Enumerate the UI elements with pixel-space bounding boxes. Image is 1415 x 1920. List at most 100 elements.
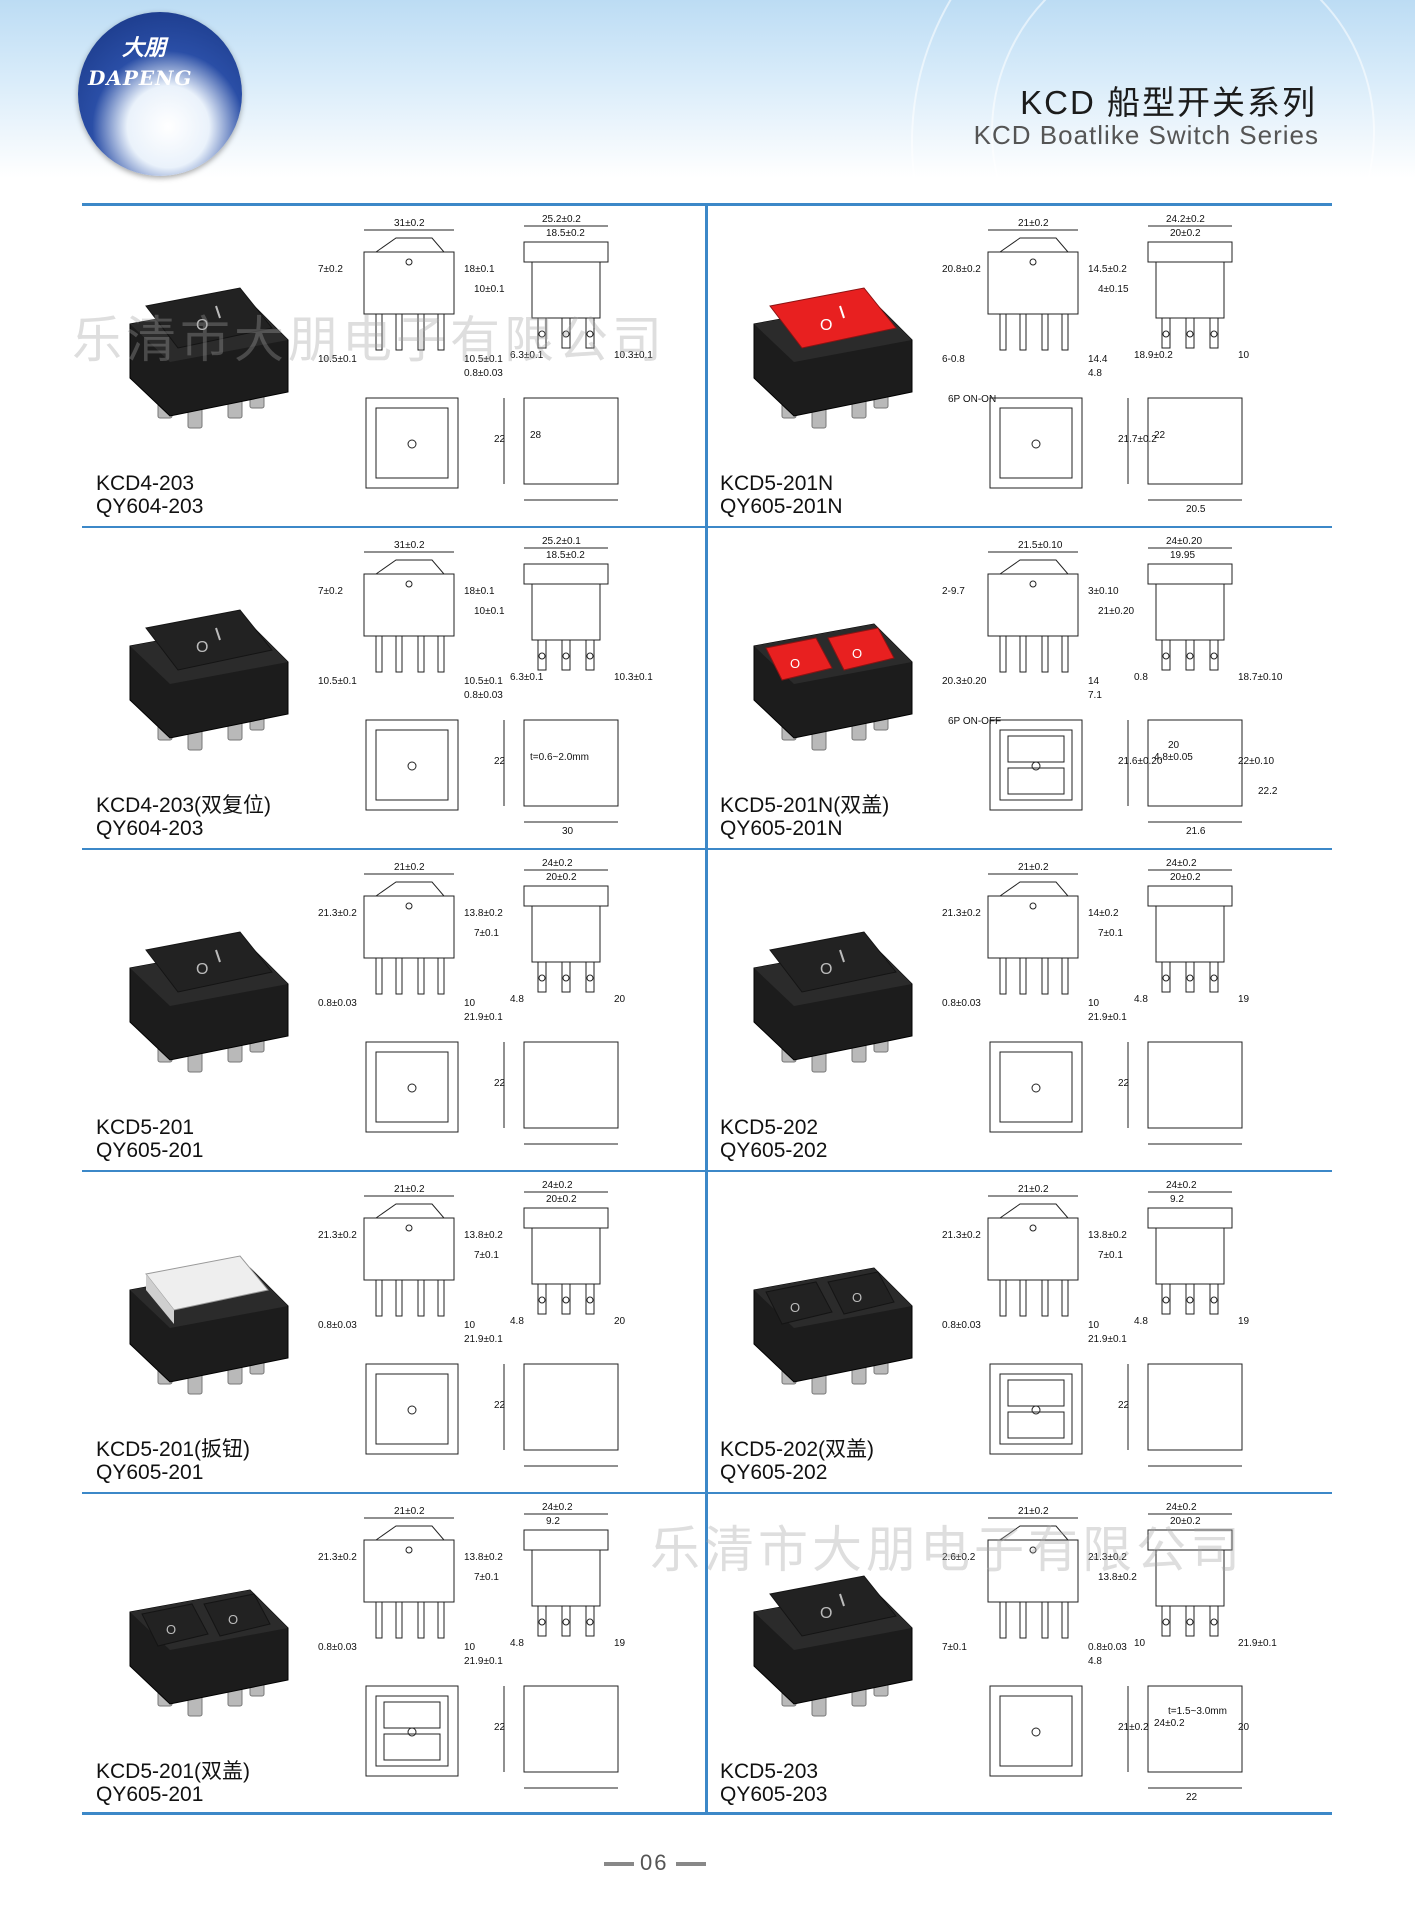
dimension-label: 31±0.2 <box>394 218 425 229</box>
dimension-label: 7±0.2 <box>318 264 343 275</box>
dimension-label: 20±0.2 <box>546 872 577 883</box>
model-alias: QY605-201 <box>96 1461 204 1484</box>
switch-photo: O <box>129 287 289 429</box>
front-view <box>363 1195 455 1317</box>
switch-photo: OO <box>753 1267 913 1395</box>
dimension-label: 18±0.1 <box>464 264 495 275</box>
rocker-button <box>145 931 273 993</box>
dimension-label: 22±0.10 <box>1238 756 1275 767</box>
dimension-label: 21±0.2 <box>1018 218 1049 229</box>
rocker-button <box>769 931 897 993</box>
divider-bottom <box>82 1812 1332 1815</box>
circuit-label: 6P ON-ON <box>948 394 996 405</box>
dimension-label: 21.3±0.2 <box>318 908 357 919</box>
dimension-label: 24±0.2 <box>1166 1502 1197 1513</box>
dimension-label: 4.8 <box>510 994 524 1005</box>
dimension-label: 7±0.2 <box>318 586 343 597</box>
rocker-button <box>827 1271 895 1315</box>
dimension-label: 9.2 <box>1170 1194 1184 1205</box>
switch-photo: O <box>129 931 289 1073</box>
switch-photo: O <box>753 931 913 1073</box>
dimension-label: 20±0.2 <box>1170 872 1201 883</box>
toggle-button <box>145 1255 269 1311</box>
dimension-label: 2.6±0.2 <box>942 1552 976 1563</box>
page-header: 大朋 DAPENG KCD 船型开关系列 KCD Boatlike Switch… <box>0 0 1415 424</box>
model-alias: QY605-201 <box>96 1783 204 1806</box>
model-label-group: KCD5-201(双盖)QY605-201 <box>96 1760 250 1806</box>
dimension-label: 4.8 <box>1134 994 1148 1005</box>
model-alias: QY605-203 <box>720 1783 828 1806</box>
dimension-label: 18.5±0.2 <box>546 228 585 239</box>
dimension-label: 6.3±0.1 <box>510 672 544 683</box>
dimension-label: 20.5 <box>1186 504 1206 515</box>
panel-view <box>365 397 459 489</box>
dimension-label: 21.9±0.1 <box>464 1334 503 1345</box>
dimension-label: 0.8 <box>1134 672 1148 683</box>
dimension-label: 19.95 <box>1170 550 1195 561</box>
rocker-button <box>145 287 273 349</box>
dimension-label: 21.9±0.1 <box>464 1656 503 1667</box>
dimension-label: 24.2±0.2 <box>1166 214 1205 225</box>
dimension-label: 21.9±0.1 <box>464 1012 503 1023</box>
panel-view <box>989 1041 1083 1133</box>
dimension-label: 19 <box>614 1638 626 1649</box>
divider-top <box>82 203 1332 206</box>
company-logo: 大朋 DAPENG <box>78 12 242 176</box>
model-alias: QY604-203 <box>96 495 204 518</box>
dimension-label: 21.7±0.2 <box>1118 434 1157 445</box>
dimension-label: 14±0.2 <box>1088 908 1119 919</box>
dimension-label: 13.8±0.2 <box>1088 1230 1127 1241</box>
side-view <box>1147 547 1233 671</box>
dimension-label: 18.9±0.2 <box>1134 350 1173 361</box>
dimension-label: 4.8 <box>1134 1316 1148 1327</box>
dimension-label: 21.9±0.1 <box>1238 1638 1277 1649</box>
side-view <box>1147 1191 1233 1315</box>
dimension-label: 21±0.2 <box>394 1184 425 1195</box>
model-alias: QY604-203 <box>96 817 204 840</box>
svg-text:O: O <box>852 1290 862 1305</box>
dimension-label: 31±0.2 <box>394 540 425 551</box>
dimension-label: 7±0.1 <box>474 1250 499 1261</box>
model-name: KCD5-201(扳钮) <box>96 1438 251 1461</box>
dimension-label: 25.2±0.1 <box>542 536 581 547</box>
model-name: KCD5-201N(双盖) <box>720 794 890 817</box>
dimension-label: 20±0.2 <box>546 1194 577 1205</box>
svg-text:O: O <box>852 646 862 661</box>
rocker-button <box>203 1593 271 1637</box>
side-view <box>1147 1513 1233 1637</box>
side-view <box>523 1191 609 1315</box>
cutout-view <box>1127 719 1243 823</box>
model-alias: QY605-202 <box>720 1461 828 1484</box>
model-alias: QY605-202 <box>720 1139 828 1162</box>
dimension-label: 14.5±0.2 <box>1088 264 1127 275</box>
model-label-group: KCD4-203(双复位)QY604-203 <box>96 794 271 840</box>
svg-text:O: O <box>820 1605 832 1622</box>
switch-photo: O <box>129 609 289 751</box>
model-name: KCD5-201N <box>720 472 834 495</box>
rocker-button <box>145 609 273 671</box>
model-name: KCD5-201 <box>96 1116 195 1139</box>
dimension-label: 21±0.2 <box>394 862 425 873</box>
switch-photo: O <box>753 287 913 429</box>
front-view <box>363 551 455 673</box>
panel-view <box>989 1363 1083 1455</box>
dimension-label: 25.2±0.2 <box>542 214 581 225</box>
divider-row <box>82 1170 1332 1172</box>
page-number: 06 <box>603 1850 708 1875</box>
dimension-label: 0.8±0.03 <box>464 368 503 379</box>
dimension-label: t=1.5~3.0mm <box>1168 1706 1227 1717</box>
dimension-label: 0.8±0.03 <box>942 1320 981 1331</box>
switch-photo <box>129 1255 289 1395</box>
cutout-view <box>1127 1041 1243 1145</box>
dimension-label: 0.8±0.03 <box>318 1320 357 1331</box>
dimension-label: 10.3±0.1 <box>614 350 653 361</box>
cutout-view <box>1127 1685 1243 1789</box>
dimension-label: 0.8±0.03 <box>1088 1642 1127 1653</box>
svg-text:O: O <box>196 639 208 656</box>
